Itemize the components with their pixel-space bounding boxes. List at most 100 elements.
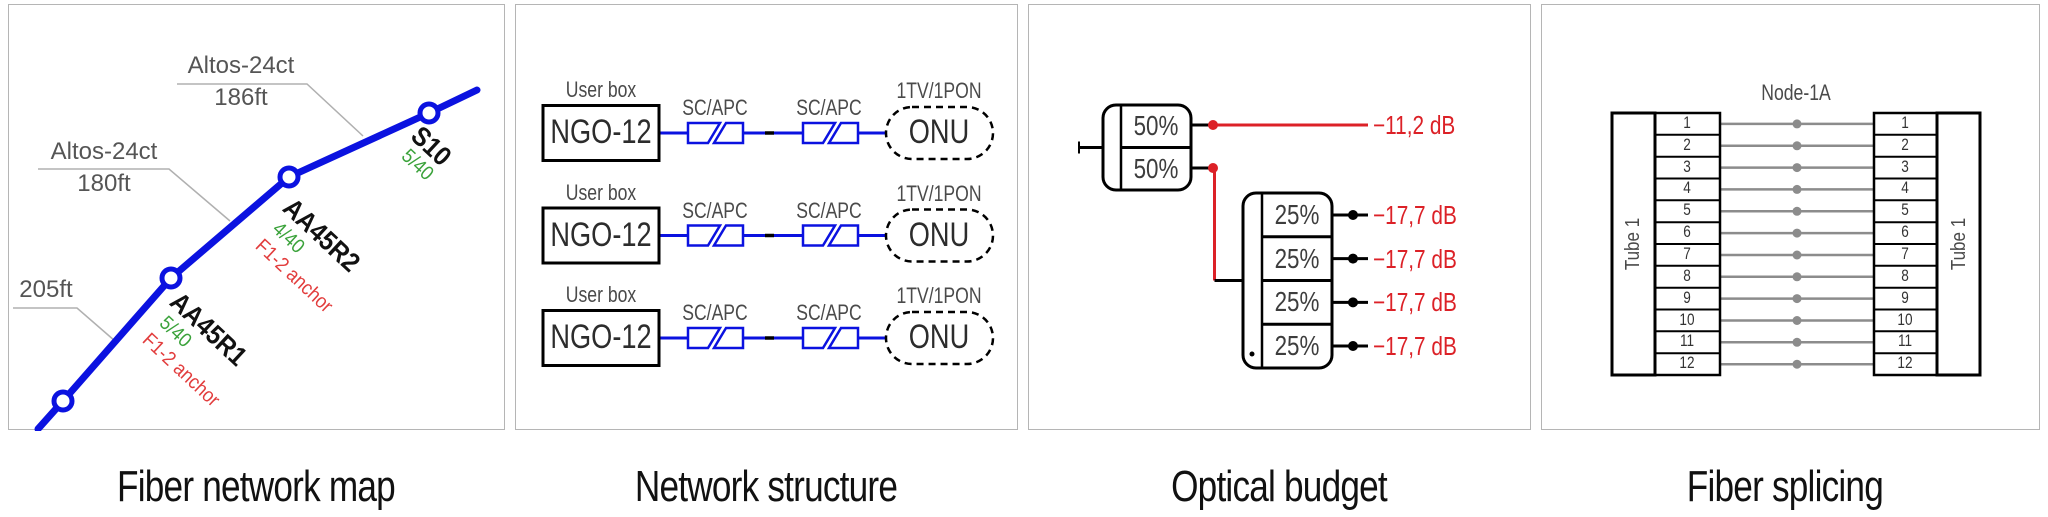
onu-service-label: 1TV/1PON xyxy=(896,78,982,103)
onu-outline xyxy=(884,208,995,263)
leader-line-186ft xyxy=(177,83,364,137)
budget-value: −11,2 dB xyxy=(1373,110,1456,140)
user-box-label: User box xyxy=(565,77,637,102)
onu-label: ONU xyxy=(908,113,970,151)
connector-icon xyxy=(686,224,860,247)
fiber-number: 10 xyxy=(1679,309,1695,329)
panel-network-structure: User box NGO-12 SC/APC SC/APC 1TV/1PON O… xyxy=(515,4,1018,430)
structure-row xyxy=(541,206,995,265)
onu-outline xyxy=(884,310,995,366)
splitter-cell-label: 25% xyxy=(1274,330,1320,362)
tube-and-cell-outlines xyxy=(1610,111,1982,377)
panel-fiber-map: Altos-24ct 186ft Altos-24ct 180ft 205ft … xyxy=(8,4,505,431)
panel-splicing-diagram: Node-1A Tube 1 Tube 1 1 2 3 4 5 6 7 8 9 … xyxy=(1541,4,2040,430)
fiber-map-drawing xyxy=(13,83,481,431)
fiber-number: 12 xyxy=(1897,353,1913,373)
connector-label: SC/APC xyxy=(682,95,748,120)
fiber-number: 11 xyxy=(1897,331,1913,351)
fiber-number: 4 xyxy=(1683,178,1691,198)
segment-label-name: Altos-24ct xyxy=(187,52,295,79)
optical-budget-drawing xyxy=(1078,103,1368,370)
segment-label-name: Altos-24ct xyxy=(50,138,158,165)
connector-icon xyxy=(686,326,860,350)
connector-label: SC/APC xyxy=(796,300,862,325)
splitter-cell-label: 50% xyxy=(1133,110,1179,141)
fiber-number: 8 xyxy=(1683,265,1691,285)
fiber-number: 7 xyxy=(1901,244,1909,263)
node-marker-aa45r2 xyxy=(277,165,301,189)
leader-line-205ft xyxy=(13,307,116,342)
splice-point-dots xyxy=(1792,119,1802,369)
node-title: Node-1A xyxy=(1761,80,1831,105)
connector-label: SC/APC xyxy=(796,197,862,223)
budget-value: −17,7 dB xyxy=(1373,287,1457,318)
segment-label-length: 180ft xyxy=(77,170,131,197)
test-point-dot xyxy=(1348,297,1358,308)
budget-value: −17,7 dB xyxy=(1373,200,1457,230)
user-box-label: User box xyxy=(565,282,637,307)
connector-label: SC/APC xyxy=(682,197,748,223)
node-marker-aa45r1 xyxy=(159,266,183,290)
structure-row xyxy=(541,309,995,367)
fiber-number: 1 xyxy=(1901,112,1909,132)
onu-label: ONU xyxy=(908,318,970,356)
splitter-cell-label: 25% xyxy=(1274,286,1320,318)
connector-label: SC/APC xyxy=(682,300,748,325)
test-point-dot xyxy=(1208,163,1218,173)
network-structure-drawing xyxy=(541,104,995,367)
fiber-number: 12 xyxy=(1679,353,1695,373)
onu-service-label: 1TV/1PON xyxy=(896,283,982,308)
leader-line-180ft xyxy=(38,168,231,222)
fiber-number: 10 xyxy=(1897,309,1913,329)
port-index-dot xyxy=(1249,351,1255,357)
cell-dividers xyxy=(1655,133,1937,355)
fiber-number: 11 xyxy=(1679,331,1695,351)
budget-value: −17,7 dB xyxy=(1373,331,1457,362)
segment-label-length: 205ft xyxy=(19,276,73,303)
splitter-1x2-symbol xyxy=(1078,103,1213,192)
splitter-cell-label: 50% xyxy=(1133,153,1179,184)
splitter-cell-label: 25% xyxy=(1274,242,1320,274)
node-markers xyxy=(51,101,441,413)
test-point-dot xyxy=(1208,120,1218,130)
onu-outline xyxy=(884,105,995,161)
user-box-outline xyxy=(541,206,661,265)
fiber-number: 2 xyxy=(1901,134,1909,154)
device-label: NGO-12 xyxy=(550,113,652,151)
fiber-number: 9 xyxy=(1901,287,1909,307)
left-tube-label: Tube 1 xyxy=(1622,217,1644,271)
splitter-1x4-symbol xyxy=(1214,191,1368,370)
test-point-dot xyxy=(1348,253,1358,264)
fiber-number: 6 xyxy=(1901,222,1909,242)
fiber-number: 4 xyxy=(1901,178,1909,198)
caption-fiber-map: Fiber network map xyxy=(117,462,396,511)
fiber-number: 5 xyxy=(1683,200,1691,220)
fiber-number: 3 xyxy=(1683,156,1691,176)
user-box-label: User box xyxy=(565,179,637,205)
splitter-cell-label: 25% xyxy=(1274,199,1320,230)
fiber-number: 5 xyxy=(1901,200,1909,220)
node-marker-s10 xyxy=(417,101,441,125)
connector-icon xyxy=(686,121,860,145)
panel-optical-budget: 50% 50% 25% 25% 25% 25% −11,2 dB −17,7 d… xyxy=(1028,4,1531,430)
user-box-outline xyxy=(541,104,661,162)
budget-value: −17,7 dB xyxy=(1373,243,1457,274)
test-point-dot xyxy=(1348,341,1358,351)
caption-optical-budget: Optical budget xyxy=(1171,462,1388,511)
test-point-dot xyxy=(1348,210,1358,220)
fiber-number: 7 xyxy=(1683,244,1691,263)
fiber-number: 8 xyxy=(1901,265,1909,285)
fiber-number: 6 xyxy=(1683,222,1691,242)
segment-label-length: 186ft xyxy=(214,84,268,111)
node-marker xyxy=(51,389,75,413)
structure-row xyxy=(541,104,995,162)
splicing-drawing xyxy=(1610,111,1982,377)
leader-lines xyxy=(13,83,364,342)
device-label: NGO-12 xyxy=(550,318,652,356)
fiber-number: 2 xyxy=(1683,134,1691,154)
caption-splicing: Fiber splicing diagrams xyxy=(1686,462,1884,517)
onu-service-label: 1TV/1PON xyxy=(896,180,982,206)
fiber-splice-lines xyxy=(1720,122,1874,366)
device-label: NGO-12 xyxy=(550,215,652,254)
